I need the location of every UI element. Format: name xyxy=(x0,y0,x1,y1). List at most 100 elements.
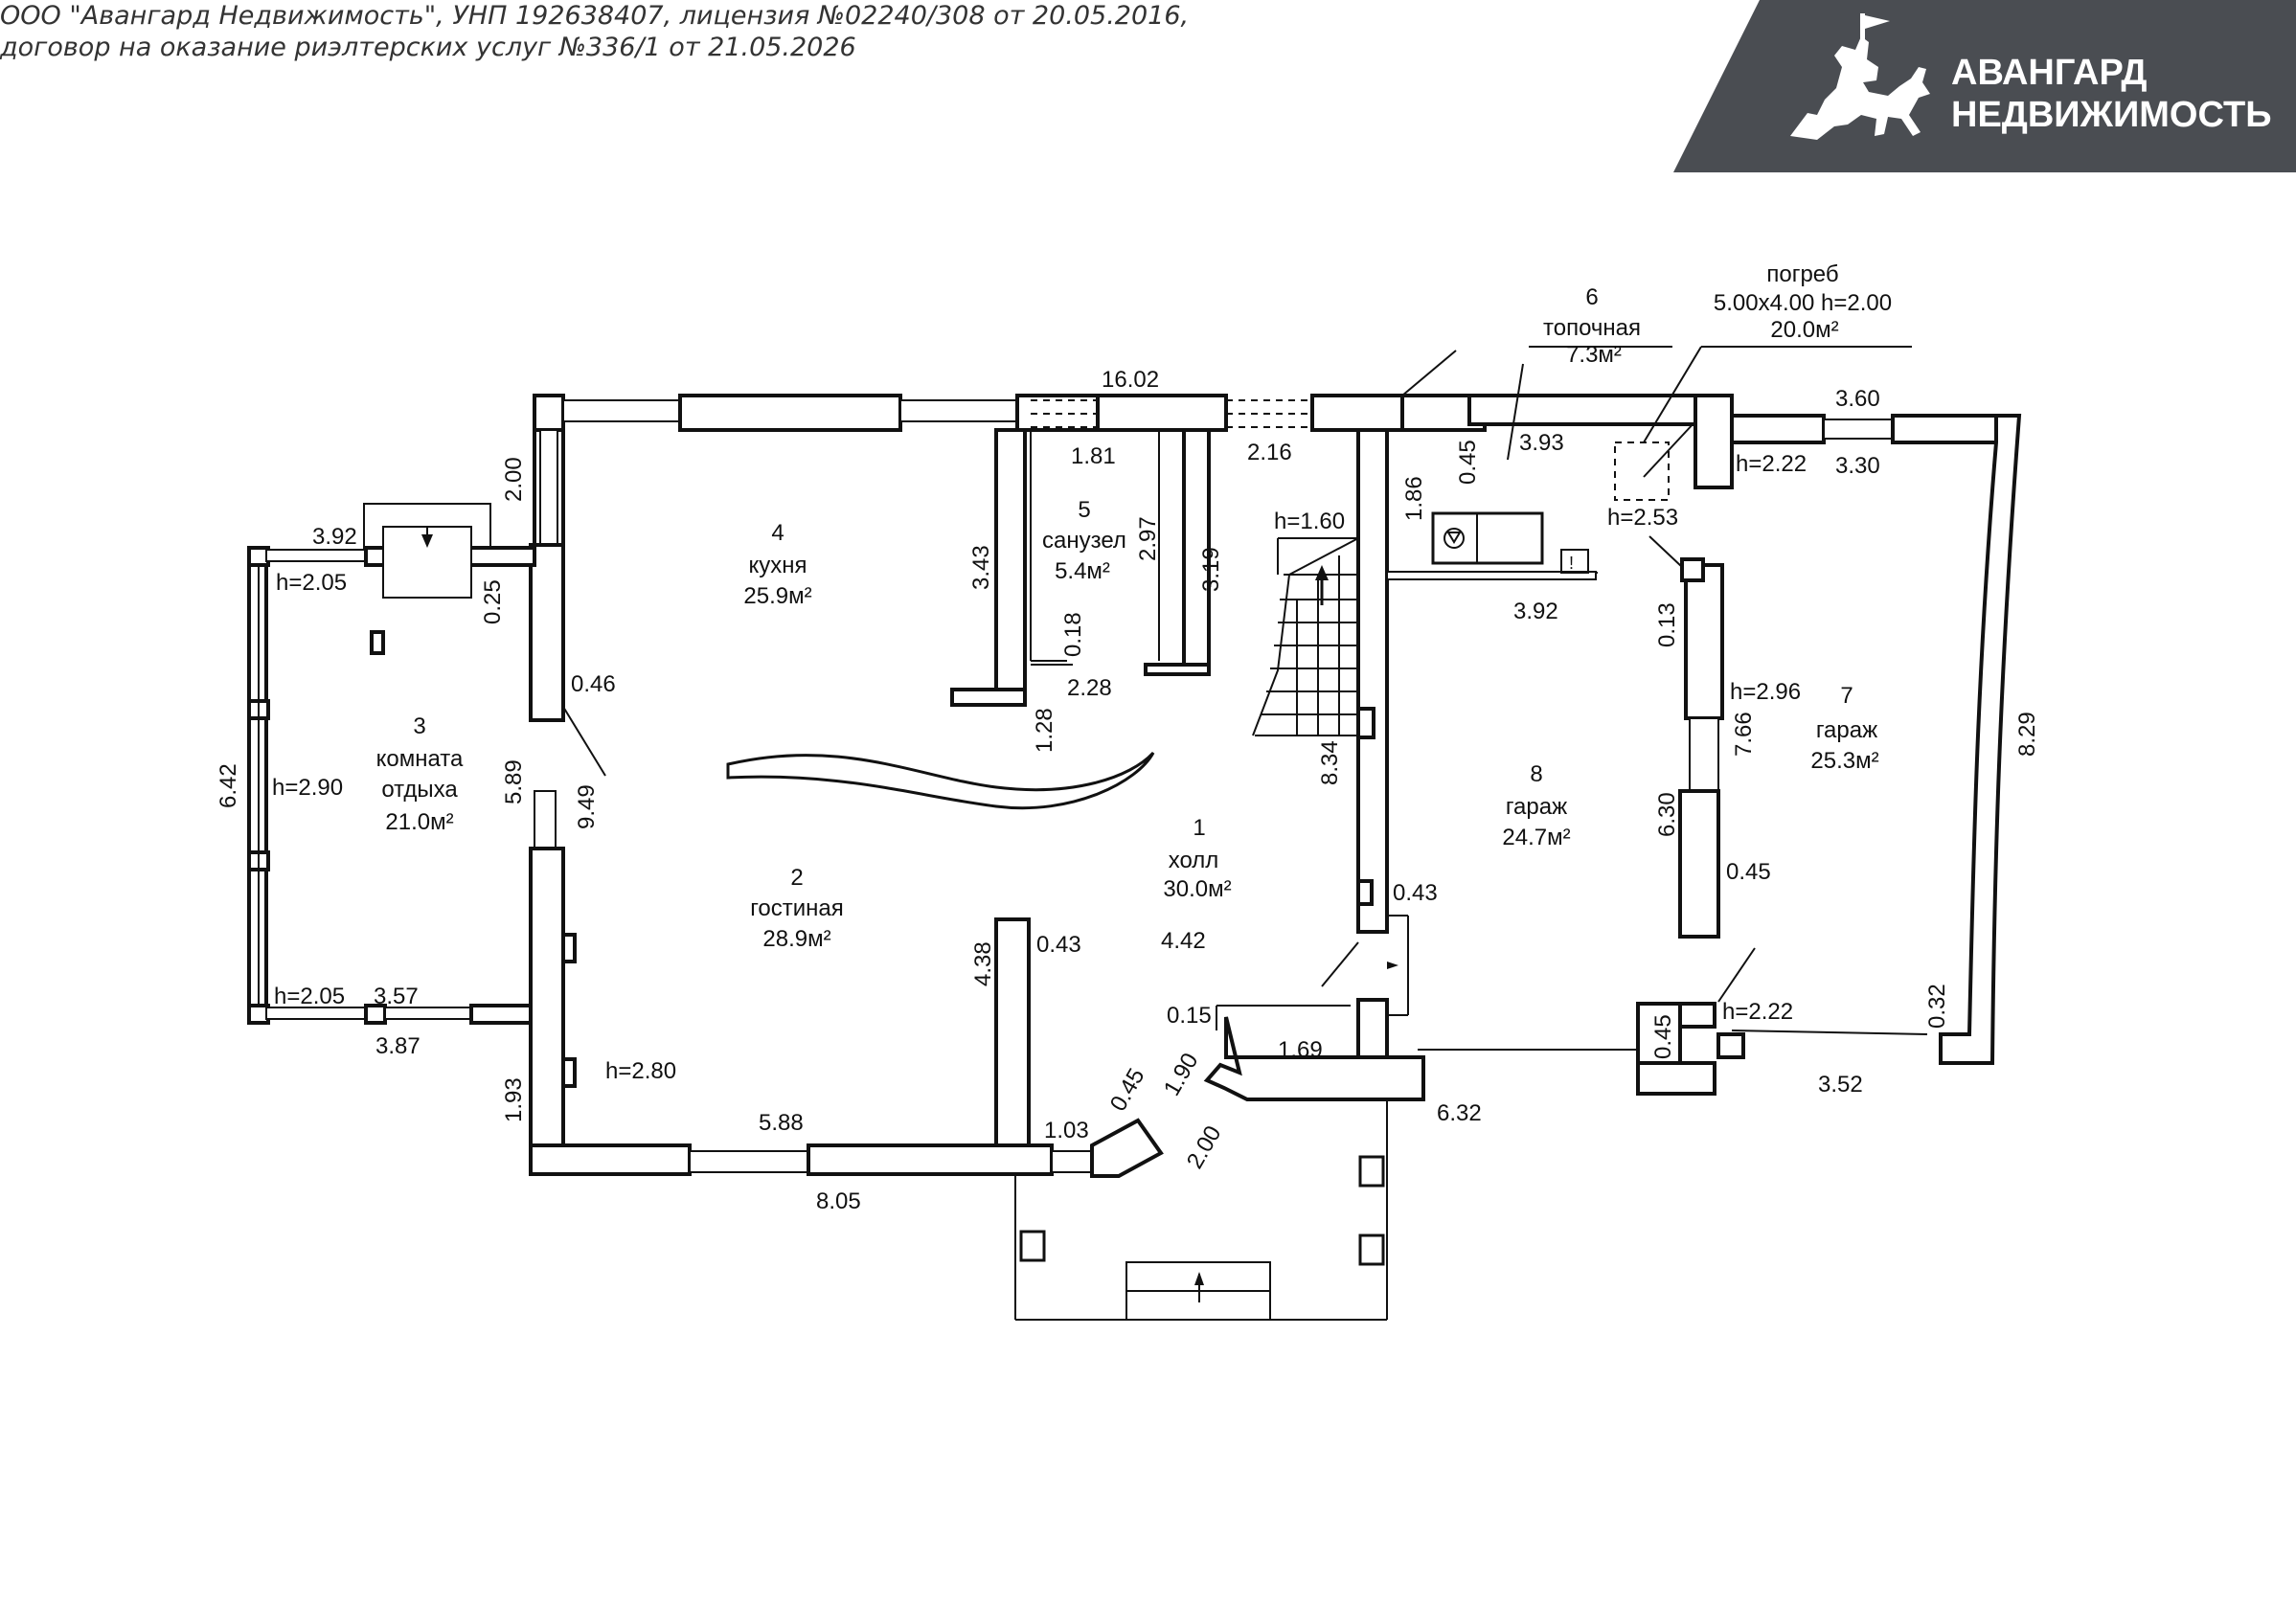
room7-area: 25.3м² xyxy=(1810,748,1878,774)
room5-number: 5 xyxy=(1078,497,1090,523)
room8-number: 8 xyxy=(1530,761,1542,787)
cellar-dims: 5.00x4.00 h=2.00 xyxy=(1714,290,1892,316)
dim-4-42: 4.42 xyxy=(1161,928,1206,954)
dim-3-57: 3.57 xyxy=(374,984,419,1009)
room2-name: гостиная xyxy=(750,895,844,921)
dimension-labels: 16.02 1.81 2.16 1.86 2.00 3.92 0.25 0.46… xyxy=(216,367,2040,1214)
dim-0-43-right: 0.43 xyxy=(1393,880,1438,906)
room8-name: гараж xyxy=(1506,794,1567,820)
height-2-05-top: h=2.05 xyxy=(276,570,347,596)
room6-area: 7.3м² xyxy=(1566,342,1622,368)
dim-6-42: 6.42 xyxy=(216,763,241,808)
dim-5-88: 5.88 xyxy=(759,1110,804,1136)
dim-0-45-entrance: 0.45 xyxy=(1105,1064,1150,1116)
dim-8-29: 8.29 xyxy=(2014,712,2040,757)
dim-16-02: 16.02 xyxy=(1102,367,1159,393)
dim-3-30: 3.30 xyxy=(1835,453,1880,479)
room7-name: гараж xyxy=(1816,717,1877,743)
dim-1-93: 1.93 xyxy=(501,1077,527,1122)
room6-number: 6 xyxy=(1585,284,1598,310)
height-2-90: h=2.90 xyxy=(272,775,343,801)
cellar-area: 20.0м² xyxy=(1770,317,1838,343)
stair-arrow-icon xyxy=(1315,565,1329,580)
dim-2-28: 2.28 xyxy=(1067,675,1112,701)
dim-1-90: 1.90 xyxy=(1159,1049,1204,1100)
dim-2-16: 2.16 xyxy=(1247,440,1292,465)
agency-license-header: ООО "Авангард Недвижимость", УНП 1926384… xyxy=(0,0,1189,63)
dim-0-46: 0.46 xyxy=(571,671,616,697)
dim-3-87: 3.87 xyxy=(375,1033,421,1059)
dim-2-97: 2.97 xyxy=(1135,516,1161,561)
header-line-1: ООО "Авангард Недвижимость", УНП 1926384… xyxy=(0,1,1190,31)
dim-0-45-boiler: 0.45 xyxy=(1455,440,1481,485)
header-line-2: договор на оказание риэлтерских услуг №3… xyxy=(0,33,856,62)
room4-name: кухня xyxy=(748,553,807,578)
dim-0-45-garage: 0.45 xyxy=(1726,859,1771,885)
room1-number: 1 xyxy=(1193,815,1205,841)
dim-1-03: 1.03 xyxy=(1044,1118,1089,1143)
entrance-porch xyxy=(1014,1099,1388,1321)
dim-0-45-garage-bottom: 0.45 xyxy=(1650,1014,1676,1059)
logo-line-2: НЕДВИЖИМОСТЬ xyxy=(1951,95,2272,135)
dim-5-89: 5.89 xyxy=(501,759,527,804)
room3-annex xyxy=(247,503,536,1025)
dim-4-38: 4.38 xyxy=(970,941,996,986)
dim-1-86: 1.86 xyxy=(1401,476,1427,521)
room8-area: 24.7м² xyxy=(1502,825,1570,850)
dim-0-13: 0.13 xyxy=(1654,602,1680,647)
dim-3-43: 3.43 xyxy=(968,545,994,590)
dim-8-05: 8.05 xyxy=(816,1188,861,1214)
room-labels: 1 холл 30.0м² 2 гостиная 28.9м² 3 комнат… xyxy=(376,261,1892,952)
room4-area: 25.9м² xyxy=(743,583,811,609)
room3-name-line1: комната xyxy=(376,746,464,772)
dim-8-34: 8.34 xyxy=(1317,740,1343,785)
room2-number: 2 xyxy=(790,865,803,891)
garage7-walls xyxy=(1636,414,2022,1096)
agency-logo-banner: АВАНГАРД НЕДВИЖИМОСТЬ xyxy=(1673,0,2296,172)
dim-0-15: 0.15 xyxy=(1167,1003,1212,1029)
dim-3-19: 3.19 xyxy=(1198,547,1224,592)
dim-7-66: 7.66 xyxy=(1731,712,1757,757)
dim-6-32: 6.32 xyxy=(1437,1100,1482,1126)
dim-3-93: 3.93 xyxy=(1519,430,1564,456)
dim-1-69: 1.69 xyxy=(1278,1037,1323,1063)
dim-0-32: 0.32 xyxy=(1924,984,1950,1029)
room1-area: 30.0м² xyxy=(1163,876,1231,902)
dim-2-00-top: 2.00 xyxy=(501,457,527,502)
svg-text:!: ! xyxy=(1569,554,1574,573)
height-2-53: h=2.53 xyxy=(1607,505,1678,531)
room2-area: 28.9м² xyxy=(762,926,830,952)
ceiling-height-labels: h=2.05 h=2.90 h=2.05 h=2.80 h=1.60 h=2.5… xyxy=(272,451,1807,1084)
dim-6-30: 6.30 xyxy=(1654,792,1680,837)
height-2-80: h=2.80 xyxy=(605,1058,676,1084)
dim-1-81: 1.81 xyxy=(1071,443,1116,469)
dim-0-25: 0.25 xyxy=(480,579,506,624)
room6-name: топочная xyxy=(1543,315,1641,341)
room1-name: холл xyxy=(1169,848,1219,873)
dim-0-18: 0.18 xyxy=(1060,612,1086,657)
dim-3-92-garage: 3.92 xyxy=(1513,599,1558,624)
room7-number: 7 xyxy=(1840,683,1853,709)
room3-area: 21.0м² xyxy=(385,809,453,835)
dim-3-52: 3.52 xyxy=(1818,1072,1863,1098)
room3-number: 3 xyxy=(413,713,425,739)
curved-partition xyxy=(726,751,1155,810)
height-2-22-bottom: h=2.22 xyxy=(1722,999,1793,1025)
dim-2-00-entrance: 2.00 xyxy=(1182,1121,1227,1173)
logo-line-1: АВАНГАРД xyxy=(1951,53,2148,93)
main-house-walls xyxy=(370,394,1487,1178)
cellar-name: погреб xyxy=(1766,261,1838,287)
room5-name: санузел xyxy=(1042,528,1126,554)
room3-name-line2: отдыха xyxy=(381,777,458,803)
dim-0-43-hall: 0.43 xyxy=(1036,932,1081,958)
dim-9-49: 9.49 xyxy=(574,784,600,829)
boiler-room-walls xyxy=(1467,346,1912,501)
dim-1-28: 1.28 xyxy=(1032,708,1057,753)
height-2-96: h=2.96 xyxy=(1730,679,1801,705)
staircase xyxy=(1252,537,1359,736)
dim-3-92-left: 3.92 xyxy=(312,524,357,550)
dim-3-60: 3.60 xyxy=(1835,386,1880,412)
room4-number: 4 xyxy=(771,520,784,546)
height-1-60: h=1.60 xyxy=(1274,509,1345,534)
